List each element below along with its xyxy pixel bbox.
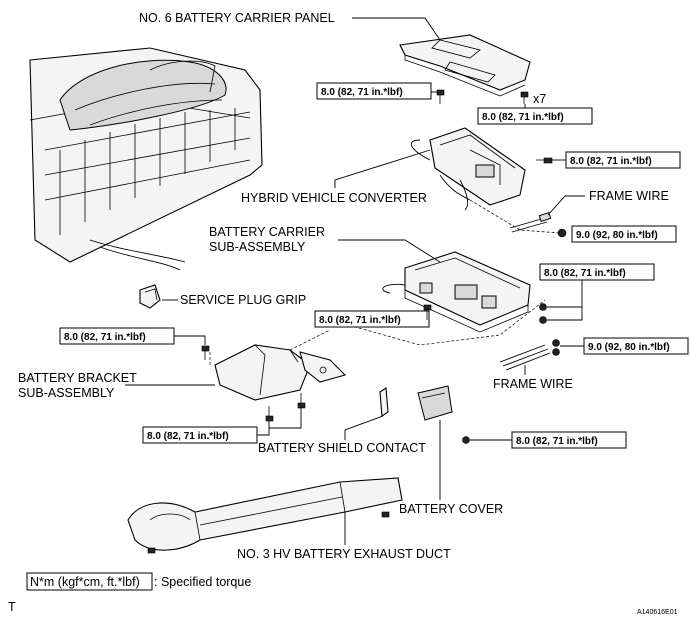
torque-spec-box: 8.0 (82, 71 in.*lbf) bbox=[314, 310, 430, 328]
svg-text:9.0 (92, 80 in.*lbf): 9.0 (92, 80 in.*lbf) bbox=[576, 230, 658, 241]
svg-text:8.0 (82, 71 in.*lbf): 8.0 (82, 71 in.*lbf) bbox=[147, 431, 229, 442]
svg-text:8.0 (82, 71 in.*lbf): 8.0 (82, 71 in.*lbf) bbox=[482, 112, 564, 123]
nut-icon bbox=[552, 348, 560, 356]
nut-icon bbox=[552, 339, 560, 347]
torque-spec-box: 8.0 (82, 71 in.*lbf) bbox=[477, 107, 593, 125]
service-plug-label: SERVICE PLUG GRIP bbox=[180, 293, 306, 307]
svg-text:8.0 (82, 71 in.*lbf): 8.0 (82, 71 in.*lbf) bbox=[64, 332, 146, 343]
shield-contact-label: BATTERY SHIELD CONTACT bbox=[258, 441, 426, 455]
bolt-icon bbox=[147, 547, 156, 554]
frame-wire-bottom-part bbox=[499, 344, 551, 371]
bolt-icon bbox=[265, 406, 274, 422]
bolt-icon bbox=[423, 304, 432, 320]
exhaust-duct-label: NO. 3 HV BATTERY EXHAUST DUCT bbox=[237, 547, 451, 561]
bolt-icon bbox=[536, 157, 553, 164]
bolt-icon bbox=[381, 511, 390, 518]
svg-text:8.0 (82, 71 in.*lbf): 8.0 (82, 71 in.*lbf) bbox=[544, 268, 626, 279]
legend-unit: N*m (kgf*cm, ft.*lbf) bbox=[30, 575, 140, 589]
bolt-icon bbox=[201, 345, 210, 360]
service-plug-grip-part bbox=[139, 284, 161, 309]
carrier-sub-assembly-part bbox=[382, 251, 531, 333]
carrier-sub-label-line2: SUB-ASSEMBLY bbox=[209, 240, 306, 254]
vehicle-rear-body bbox=[29, 47, 263, 271]
torque-legend: N*m (kgf*cm, ft.*lbf) : Specified torque bbox=[26, 572, 251, 591]
torque-spec-box: 8.0 (82, 71 in.*lbf) bbox=[511, 431, 627, 449]
torque-spec-box: 8.0 (82, 71 in.*lbf) bbox=[142, 426, 258, 444]
bracket-sub-assembly-part bbox=[214, 344, 347, 401]
svg-text:8.0 (82, 71 in.*lbf): 8.0 (82, 71 in.*lbf) bbox=[570, 156, 652, 167]
torque-spec-box: 8.0 (82, 71 in.*lbf) bbox=[316, 82, 432, 100]
torque-spec-box: 9.0 (92, 80 in.*lbf) bbox=[583, 337, 689, 355]
bracket-label-line1: BATTERY BRACKET bbox=[18, 371, 137, 385]
frame-wire-top-part bbox=[509, 211, 552, 233]
carrier-panel-part bbox=[399, 34, 531, 97]
bolt-icon bbox=[520, 91, 529, 104]
battery-cover-part bbox=[417, 385, 453, 421]
carrier-sub-label-line1: BATTERY CARRIER bbox=[209, 225, 325, 239]
nut-icon bbox=[539, 316, 547, 324]
battery-cover-label: BATTERY COVER bbox=[399, 502, 503, 516]
torque-spec-box: 8.0 (82, 71 in.*lbf) bbox=[565, 151, 681, 169]
exhaust-duct-part bbox=[127, 477, 403, 551]
bolt-icon bbox=[436, 89, 445, 104]
svg-text:8.0 (82, 71 in.*lbf): 8.0 (82, 71 in.*lbf) bbox=[516, 436, 598, 447]
bracket-label-line2: SUB-ASSEMBLY bbox=[18, 386, 115, 400]
torque-spec-box: 8.0 (82, 71 in.*lbf) bbox=[59, 327, 175, 345]
corner-mark: T bbox=[8, 600, 16, 614]
bolt-icon bbox=[297, 393, 306, 409]
nut-icon bbox=[462, 436, 470, 444]
hv-converter-part bbox=[410, 127, 526, 211]
shield-contact-part bbox=[379, 387, 389, 417]
figure-id: A140616E01 bbox=[637, 609, 678, 616]
svg-text:9.0 (92, 80 in.*lbf): 9.0 (92, 80 in.*lbf) bbox=[588, 342, 670, 353]
svg-text:8.0 (82, 71 in.*lbf): 8.0 (82, 71 in.*lbf) bbox=[321, 87, 403, 98]
hv-converter-label: HYBRID VEHICLE CONVERTER bbox=[241, 191, 427, 205]
carrier-panel-label: NO. 6 BATTERY CARRIER PANEL bbox=[139, 11, 335, 25]
torque-spec-box: 9.0 (92, 80 in.*lbf) bbox=[571, 225, 677, 243]
svg-text:8.0 (82, 71 in.*lbf): 8.0 (82, 71 in.*lbf) bbox=[319, 315, 401, 326]
nut-icon bbox=[539, 303, 547, 311]
torque-spec-box: 8.0 (82, 71 in.*lbf) bbox=[539, 263, 655, 281]
frame-wire-top-label: FRAME WIRE bbox=[589, 189, 669, 203]
legend-description: : Specified torque bbox=[154, 575, 251, 589]
quantity-x7-label: x7 bbox=[533, 92, 546, 106]
frame-wire-bottom-label: FRAME WIRE bbox=[493, 377, 573, 391]
